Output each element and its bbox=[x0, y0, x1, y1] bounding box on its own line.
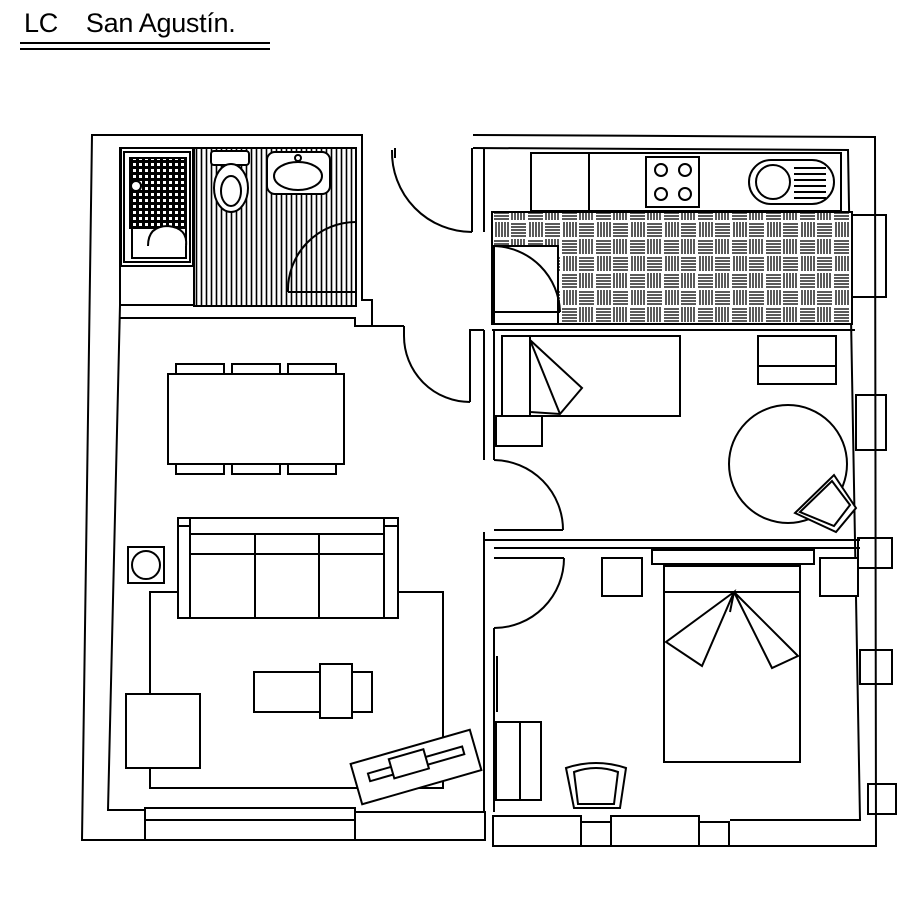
cooktop-icon bbox=[645, 156, 700, 208]
plan-name: San Agustín. bbox=[85, 8, 236, 38]
bedroom-2 bbox=[493, 549, 859, 809]
bathroom bbox=[119, 147, 357, 307]
outer-walls bbox=[80, 134, 897, 847]
title-underline bbox=[20, 42, 270, 44]
plan-title: LC San Agustín. bbox=[24, 8, 236, 39]
kitchen bbox=[491, 152, 855, 331]
door-icon bbox=[286, 221, 357, 293]
bedroom-1 bbox=[493, 335, 858, 534]
hall bbox=[361, 148, 485, 403]
table-icon bbox=[253, 663, 373, 719]
table-icon bbox=[167, 363, 345, 475]
sofa-icon bbox=[177, 517, 399, 619]
partitions bbox=[120, 317, 860, 812]
sink-icon bbox=[748, 159, 835, 205]
bathtub-icon bbox=[123, 151, 191, 263]
plan-code: LC bbox=[24, 8, 58, 38]
chair-icon bbox=[564, 762, 628, 809]
door-icon bbox=[491, 245, 561, 325]
bed-icon bbox=[501, 335, 681, 417]
bottom-windows bbox=[144, 807, 730, 847]
bed-icon bbox=[663, 565, 801, 763]
washbasin-icon bbox=[266, 151, 331, 195]
living-room bbox=[125, 363, 483, 806]
tv-stand bbox=[349, 728, 483, 806]
toilet-icon bbox=[210, 150, 250, 213]
title-underline-2 bbox=[20, 48, 270, 50]
chair-icon bbox=[793, 473, 858, 534]
